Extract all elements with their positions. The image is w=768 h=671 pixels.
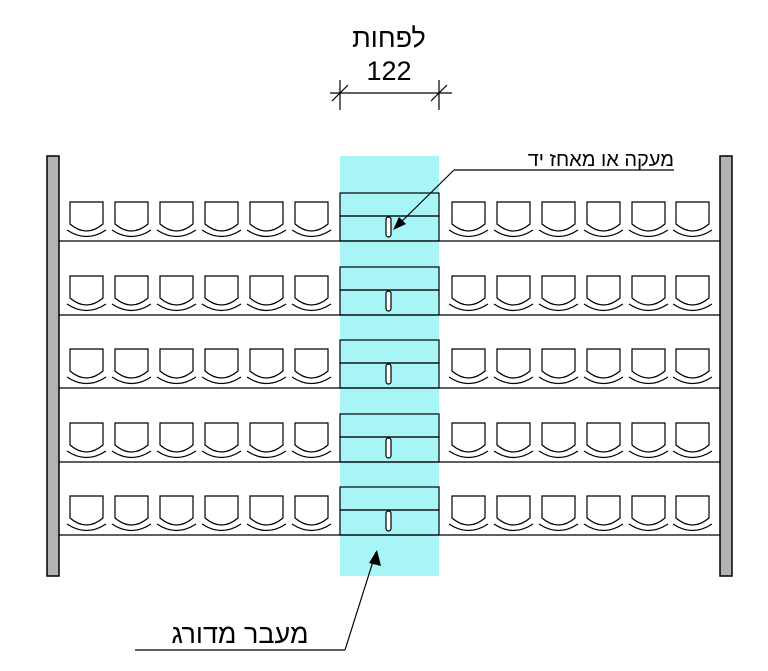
seat — [672, 348, 713, 385]
seat — [201, 201, 242, 238]
seat — [291, 275, 332, 312]
handrail-icon — [385, 363, 392, 385]
seat — [672, 422, 713, 459]
seat — [628, 201, 669, 238]
seat-row — [59, 192, 720, 242]
seat — [448, 348, 489, 385]
seat — [583, 275, 624, 312]
seat — [583, 348, 624, 385]
aisle-step-lower — [339, 509, 440, 536]
seat-row — [59, 486, 720, 536]
seat — [246, 422, 287, 459]
handrail-icon — [385, 437, 392, 459]
seat-row — [59, 413, 720, 463]
seat — [66, 422, 107, 459]
handrail-leader — [394, 169, 674, 229]
seat — [201, 495, 242, 532]
seat — [538, 275, 579, 312]
leader-arrow-icon — [369, 550, 381, 566]
seat — [246, 348, 287, 385]
seat — [246, 275, 287, 312]
seat — [583, 422, 624, 459]
seat — [628, 422, 669, 459]
leader-arrow-icon — [393, 217, 406, 230]
stepped-aisle-label: מעבר מדורג — [171, 619, 308, 649]
seat — [111, 348, 152, 385]
seat — [201, 275, 242, 312]
seat — [201, 422, 242, 459]
seat — [672, 495, 713, 532]
seat — [583, 495, 624, 532]
seat — [493, 348, 534, 385]
seat — [291, 348, 332, 385]
seat — [291, 495, 332, 532]
seat-row — [59, 339, 720, 389]
seat — [156, 201, 197, 238]
seat — [538, 422, 579, 459]
seat — [246, 495, 287, 532]
aisle-step-lower — [339, 436, 440, 463]
seat — [156, 348, 197, 385]
seat — [583, 201, 624, 238]
seat — [448, 275, 489, 312]
width-dimension — [330, 80, 452, 110]
min-width-title: לפחות — [352, 23, 426, 53]
handrail-icon — [385, 510, 392, 532]
seat — [111, 422, 152, 459]
seat — [111, 201, 152, 238]
seat — [246, 201, 287, 238]
right-wall — [719, 155, 733, 577]
min-width-value: 122 — [366, 56, 411, 86]
stepped-aisle-leader — [135, 551, 377, 651]
seat — [538, 495, 579, 532]
seat — [493, 422, 534, 459]
seat — [66, 495, 107, 532]
aisle-step-lower — [339, 362, 440, 389]
seat — [448, 201, 489, 238]
left-wall — [46, 155, 60, 577]
seat — [291, 422, 332, 459]
seat — [111, 275, 152, 312]
seat — [448, 422, 489, 459]
seat — [156, 422, 197, 459]
handrail-icon — [385, 216, 392, 238]
seat — [156, 495, 197, 532]
seat — [156, 275, 197, 312]
seat — [66, 275, 107, 312]
seat — [493, 495, 534, 532]
seat — [66, 201, 107, 238]
seat — [493, 275, 534, 312]
seat — [66, 348, 107, 385]
seat — [291, 201, 332, 238]
seat — [628, 495, 669, 532]
seat — [493, 201, 534, 238]
handrail-icon — [385, 290, 392, 312]
seat — [111, 495, 152, 532]
seat — [628, 348, 669, 385]
aisle-step-lower — [339, 215, 440, 242]
seat — [448, 495, 489, 532]
seat — [672, 275, 713, 312]
seat-rows — [59, 192, 720, 536]
handrail-label: מעקה או מאחז יד — [528, 149, 674, 171]
seat — [538, 201, 579, 238]
aisle-step-lower — [339, 289, 440, 316]
seat — [538, 348, 579, 385]
seat — [201, 348, 242, 385]
seat — [672, 201, 713, 238]
seat-row — [59, 266, 720, 316]
seat — [628, 275, 669, 312]
